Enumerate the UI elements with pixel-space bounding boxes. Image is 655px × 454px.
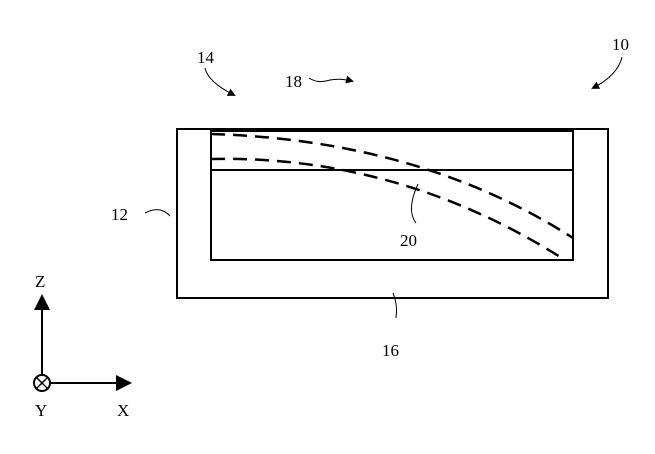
label-16: 16	[382, 341, 399, 360]
coordinate-axes	[33, 294, 132, 392]
leader-14	[204, 67, 236, 96]
y-axis-into-page-icon	[33, 374, 51, 392]
leader-16	[392, 292, 398, 319]
leader-12	[144, 209, 171, 217]
label-20: 20	[400, 231, 417, 250]
axis-label-z: Z	[35, 272, 45, 291]
inner-cavity	[210, 130, 574, 261]
lower-dashed-curve	[210, 157, 566, 262]
outer-frame	[176, 128, 609, 299]
label-12: 12	[111, 205, 128, 224]
label-10: 10	[612, 35, 629, 54]
label-14: 14	[197, 48, 215, 67]
label-18: 18	[285, 72, 302, 91]
axis-label-y: Y	[35, 401, 47, 420]
leader-20	[411, 183, 419, 224]
upper-dashed-curve	[210, 132, 574, 240]
leader-18	[308, 75, 354, 84]
axis-label-x: X	[117, 401, 129, 420]
leader-10	[591, 56, 623, 89]
